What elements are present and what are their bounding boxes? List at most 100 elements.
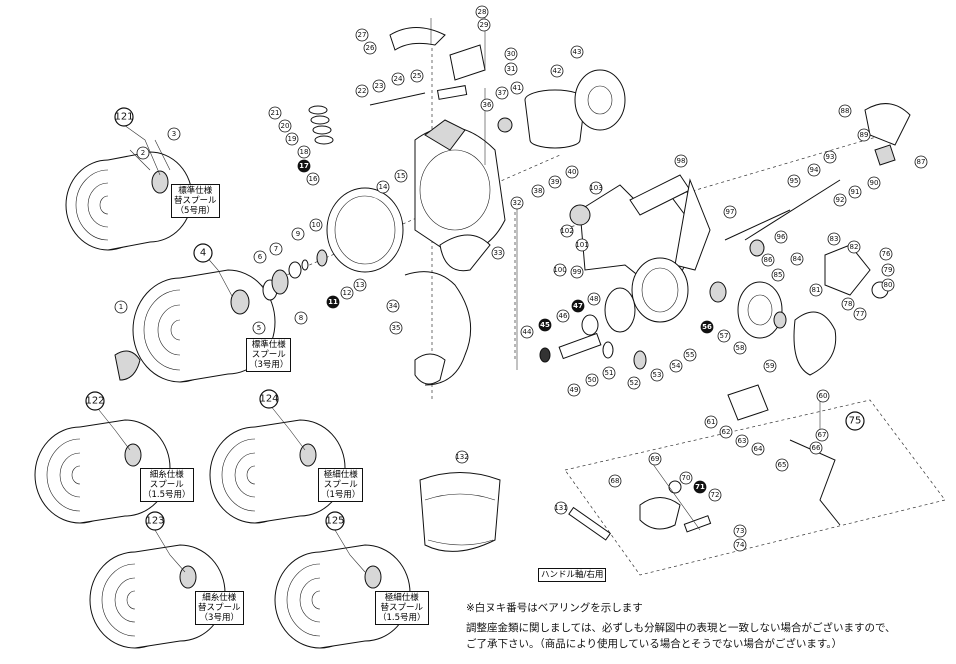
callout-number: 38 xyxy=(534,187,543,195)
callout-number: 3 xyxy=(172,130,176,138)
callout-number: 57 xyxy=(720,332,729,340)
callout-62: 62 xyxy=(719,425,733,439)
callout-4: 4 xyxy=(193,243,213,263)
pinion-drawing xyxy=(539,179,841,370)
callout-number: 43 xyxy=(573,48,582,56)
callout-number: 53 xyxy=(653,371,662,379)
callout-number: 12 xyxy=(343,289,352,297)
callout-number: 2 xyxy=(141,149,145,157)
callout-number: 121 xyxy=(114,112,133,123)
callout-number: 25 xyxy=(413,72,422,80)
callout-number: 48 xyxy=(590,295,599,303)
callout-58: 58 xyxy=(733,341,747,355)
callout-number: 93 xyxy=(826,153,835,161)
callout-number: 1 xyxy=(119,303,123,311)
callout-27: 27 xyxy=(355,28,369,42)
callout-number: 79 xyxy=(884,266,893,274)
drag-parts-drawing xyxy=(262,249,328,301)
callout-number: 13 xyxy=(356,281,365,289)
callout-number: 55 xyxy=(686,351,695,359)
callout-number: 125 xyxy=(325,516,344,527)
callout-number: 8 xyxy=(299,314,303,322)
callout-45: 45 xyxy=(538,318,552,332)
callout-number: 83 xyxy=(830,235,839,243)
callout-number: 77 xyxy=(856,310,865,318)
callout-20: 20 xyxy=(278,119,292,133)
callout-number: 81 xyxy=(812,286,821,294)
callout-number: 88 xyxy=(841,107,850,115)
callout-number: 56 xyxy=(702,323,712,331)
callout-6: 6 xyxy=(253,250,267,264)
callout-132: 132 xyxy=(455,450,469,464)
callout-number: 64 xyxy=(754,445,763,453)
callout-33: 33 xyxy=(491,246,505,260)
callout-51: 51 xyxy=(602,366,616,380)
callout-83: 83 xyxy=(827,232,841,246)
callout-76: 76 xyxy=(879,247,893,261)
callout-number: 54 xyxy=(672,362,681,370)
callout-122: 122 xyxy=(85,391,105,411)
callout-number: 24 xyxy=(394,75,403,83)
callout-26: 26 xyxy=(363,41,377,55)
callout-67: 67 xyxy=(815,428,829,442)
callout-number: 47 xyxy=(573,302,583,310)
callout-16: 16 xyxy=(306,172,320,186)
callout-number: 89 xyxy=(860,131,869,139)
callout-number: 62 xyxy=(722,428,731,436)
callout-number: 21 xyxy=(271,109,280,117)
callout-number: 94 xyxy=(810,166,819,174)
callout-94: 94 xyxy=(807,163,821,177)
callout-23: 23 xyxy=(372,79,386,93)
callout-number: 40 xyxy=(568,168,577,176)
callout-number: 60 xyxy=(819,392,828,400)
callout-number: 122 xyxy=(85,396,104,407)
callout-number: 71 xyxy=(695,483,705,491)
callout-98: 98 xyxy=(674,154,688,168)
callout-42: 42 xyxy=(550,64,564,78)
callout-81: 81 xyxy=(809,283,823,297)
callout-36: 36 xyxy=(480,98,494,112)
callout-38: 38 xyxy=(531,184,545,198)
callout-number: 23 xyxy=(375,82,384,90)
callout-number: 50 xyxy=(588,376,597,384)
callout-70: 70 xyxy=(679,471,693,485)
callout-124: 124 xyxy=(259,389,279,409)
callout-number: 42 xyxy=(553,67,562,75)
callout-18: 18 xyxy=(297,145,311,159)
callout-number: 16 xyxy=(309,175,318,183)
callout-number: 11 xyxy=(328,298,338,306)
callout-number: 27 xyxy=(358,31,367,39)
callout-number: 51 xyxy=(605,369,614,377)
spool-123-label: 細糸仕様 替スプール （3号用） xyxy=(195,591,244,625)
washer-note-line-2: ご了承下さい。（商品により使用している場合とそうでない場合がございます。） xyxy=(466,638,843,650)
callout-number: 33 xyxy=(494,249,503,257)
callout-number: 84 xyxy=(793,255,802,263)
callout-number: 72 xyxy=(711,491,720,499)
callout-90: 90 xyxy=(867,176,881,190)
spool-124-label: 極細仕様 スプール （1号用） xyxy=(318,468,364,502)
callout-121: 121 xyxy=(114,107,134,127)
callout-96: 96 xyxy=(774,230,788,244)
callout-number: 74 xyxy=(736,541,745,549)
callout-56: 56 xyxy=(700,320,714,334)
callout-9: 9 xyxy=(291,227,305,241)
callout-2: 2 xyxy=(136,146,150,160)
callout-54: 54 xyxy=(669,359,683,373)
callout-11: 11 xyxy=(326,295,340,309)
callout-77: 77 xyxy=(853,307,867,321)
callout-number: 92 xyxy=(836,196,845,204)
callout-number: 78 xyxy=(844,300,853,308)
handle-shaft-label: ハンドル軸/右用 xyxy=(538,568,607,582)
reel-body-drawing xyxy=(569,174,711,333)
callout-49: 49 xyxy=(567,383,581,397)
callout-86: 86 xyxy=(761,253,775,267)
callout-53: 53 xyxy=(650,368,664,382)
callout-number: 98 xyxy=(677,157,686,165)
callout-57: 57 xyxy=(717,329,731,343)
callout-number: 46 xyxy=(559,312,568,320)
callout-72: 72 xyxy=(708,488,722,502)
callout-71: 71 xyxy=(693,480,707,494)
callout-number: 102 xyxy=(560,227,573,235)
callout-99: 99 xyxy=(570,265,584,279)
